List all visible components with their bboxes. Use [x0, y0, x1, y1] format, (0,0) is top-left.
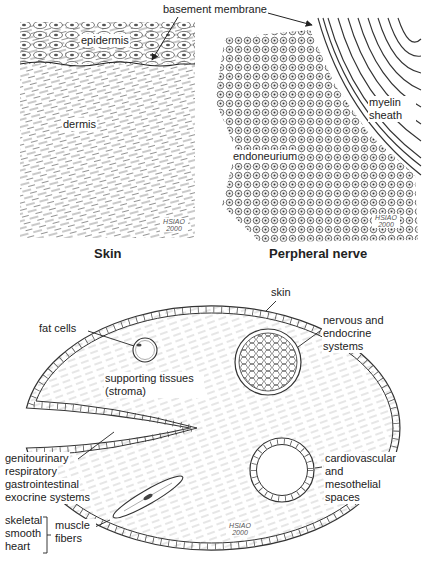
vessel-space-part: [254, 442, 311, 499]
artist-signature: HSIAO 2000: [226, 522, 254, 536]
artist-signature: HSIAO 2000: [372, 214, 400, 228]
myelin-layers-part: [328, 18, 421, 158]
system-label: respiratory: [4, 465, 58, 478]
leader-lines-part: [266, 301, 276, 311]
basement-arrows: [152, 12, 312, 60]
part-label: supporting tissues (stroma): [104, 372, 204, 398]
leader-lines-part: [298, 331, 320, 347]
system-label: genitourinary: [4, 452, 70, 465]
leader-lines-part: [43, 517, 51, 553]
epithelial-cells: [31, 309, 396, 546]
myelin-layers-part: [358, 18, 421, 107]
part-label: dermis: [62, 118, 97, 131]
leader-lines-part: [315, 467, 322, 468]
vessel-space-part: [250, 438, 314, 502]
part-label: cardiovascular and mesothelial spaces: [324, 452, 400, 504]
system-label: exocrine systems: [4, 491, 91, 504]
myelin-layers-part: [318, 18, 421, 175]
nerve-section: [215, 18, 421, 242]
fat-cell-part: [136, 341, 155, 360]
muscle-fiber: [110, 471, 186, 523]
part-label: endoneurium: [232, 150, 298, 163]
nerve-bundle-part: [235, 329, 301, 395]
arrow-to-skin: [152, 17, 178, 60]
vessel-space: [250, 438, 314, 502]
skin-section: [20, 22, 195, 238]
fat-cell-part: [133, 338, 157, 362]
myelin-layers-part: [348, 18, 421, 124]
part-label: myelin sheath: [368, 96, 416, 122]
part-label: skin: [270, 286, 292, 299]
bracket-label: muscle fibers: [54, 519, 96, 545]
myelin-layers-part: [378, 18, 421, 73]
leader-lines-part: [78, 432, 114, 459]
nerve-bundle: [235, 329, 301, 395]
muscle-type-label: skeletal: [4, 514, 43, 527]
basement-membrane-line: [20, 62, 195, 66]
nerve-bundle-part: [239, 333, 297, 391]
fat-cell-part: [136, 344, 141, 347]
myelin-layers: [318, 18, 421, 175]
body-outline: [27, 306, 400, 550]
myelin-layers-part: [338, 18, 421, 141]
panel-caption: Perpheral nerve: [268, 246, 368, 261]
fat-cell: [133, 338, 157, 362]
muscle-type-label: heart: [4, 540, 31, 553]
leader-lines-part: [88, 331, 134, 346]
muscle-fiber-part: [124, 483, 172, 511]
myelin-layers-part: [398, 18, 421, 42]
muscle-fiber-part: [143, 493, 154, 501]
dermis-fibers: [20, 22, 195, 238]
part-label: fat cells: [38, 322, 77, 335]
arrow-to-nerve: [264, 12, 312, 25]
panel-caption: Skin: [93, 246, 122, 261]
myelin-layers-part: [323, 18, 421, 166]
muscle-type-label: smooth: [4, 527, 42, 540]
myelin-layers-part: [368, 18, 421, 90]
artist-signature: HSIAO 2000: [160, 218, 188, 232]
vessel-space-part: [257, 445, 308, 496]
leader-lines: [43, 301, 322, 553]
part-label: epidermis: [80, 34, 130, 47]
epidermis-cells: [20, 22, 195, 64]
body-scheme: [27, 306, 400, 550]
system-label: gastrointestinal: [4, 478, 80, 491]
leader-lines-part: [95, 520, 110, 527]
muscle-fiber-part: [110, 471, 186, 523]
myelin-layers-part: [388, 18, 421, 56]
part-label: nervous and endocrine systems: [322, 314, 396, 353]
part-label: basement membrane: [162, 3, 268, 16]
